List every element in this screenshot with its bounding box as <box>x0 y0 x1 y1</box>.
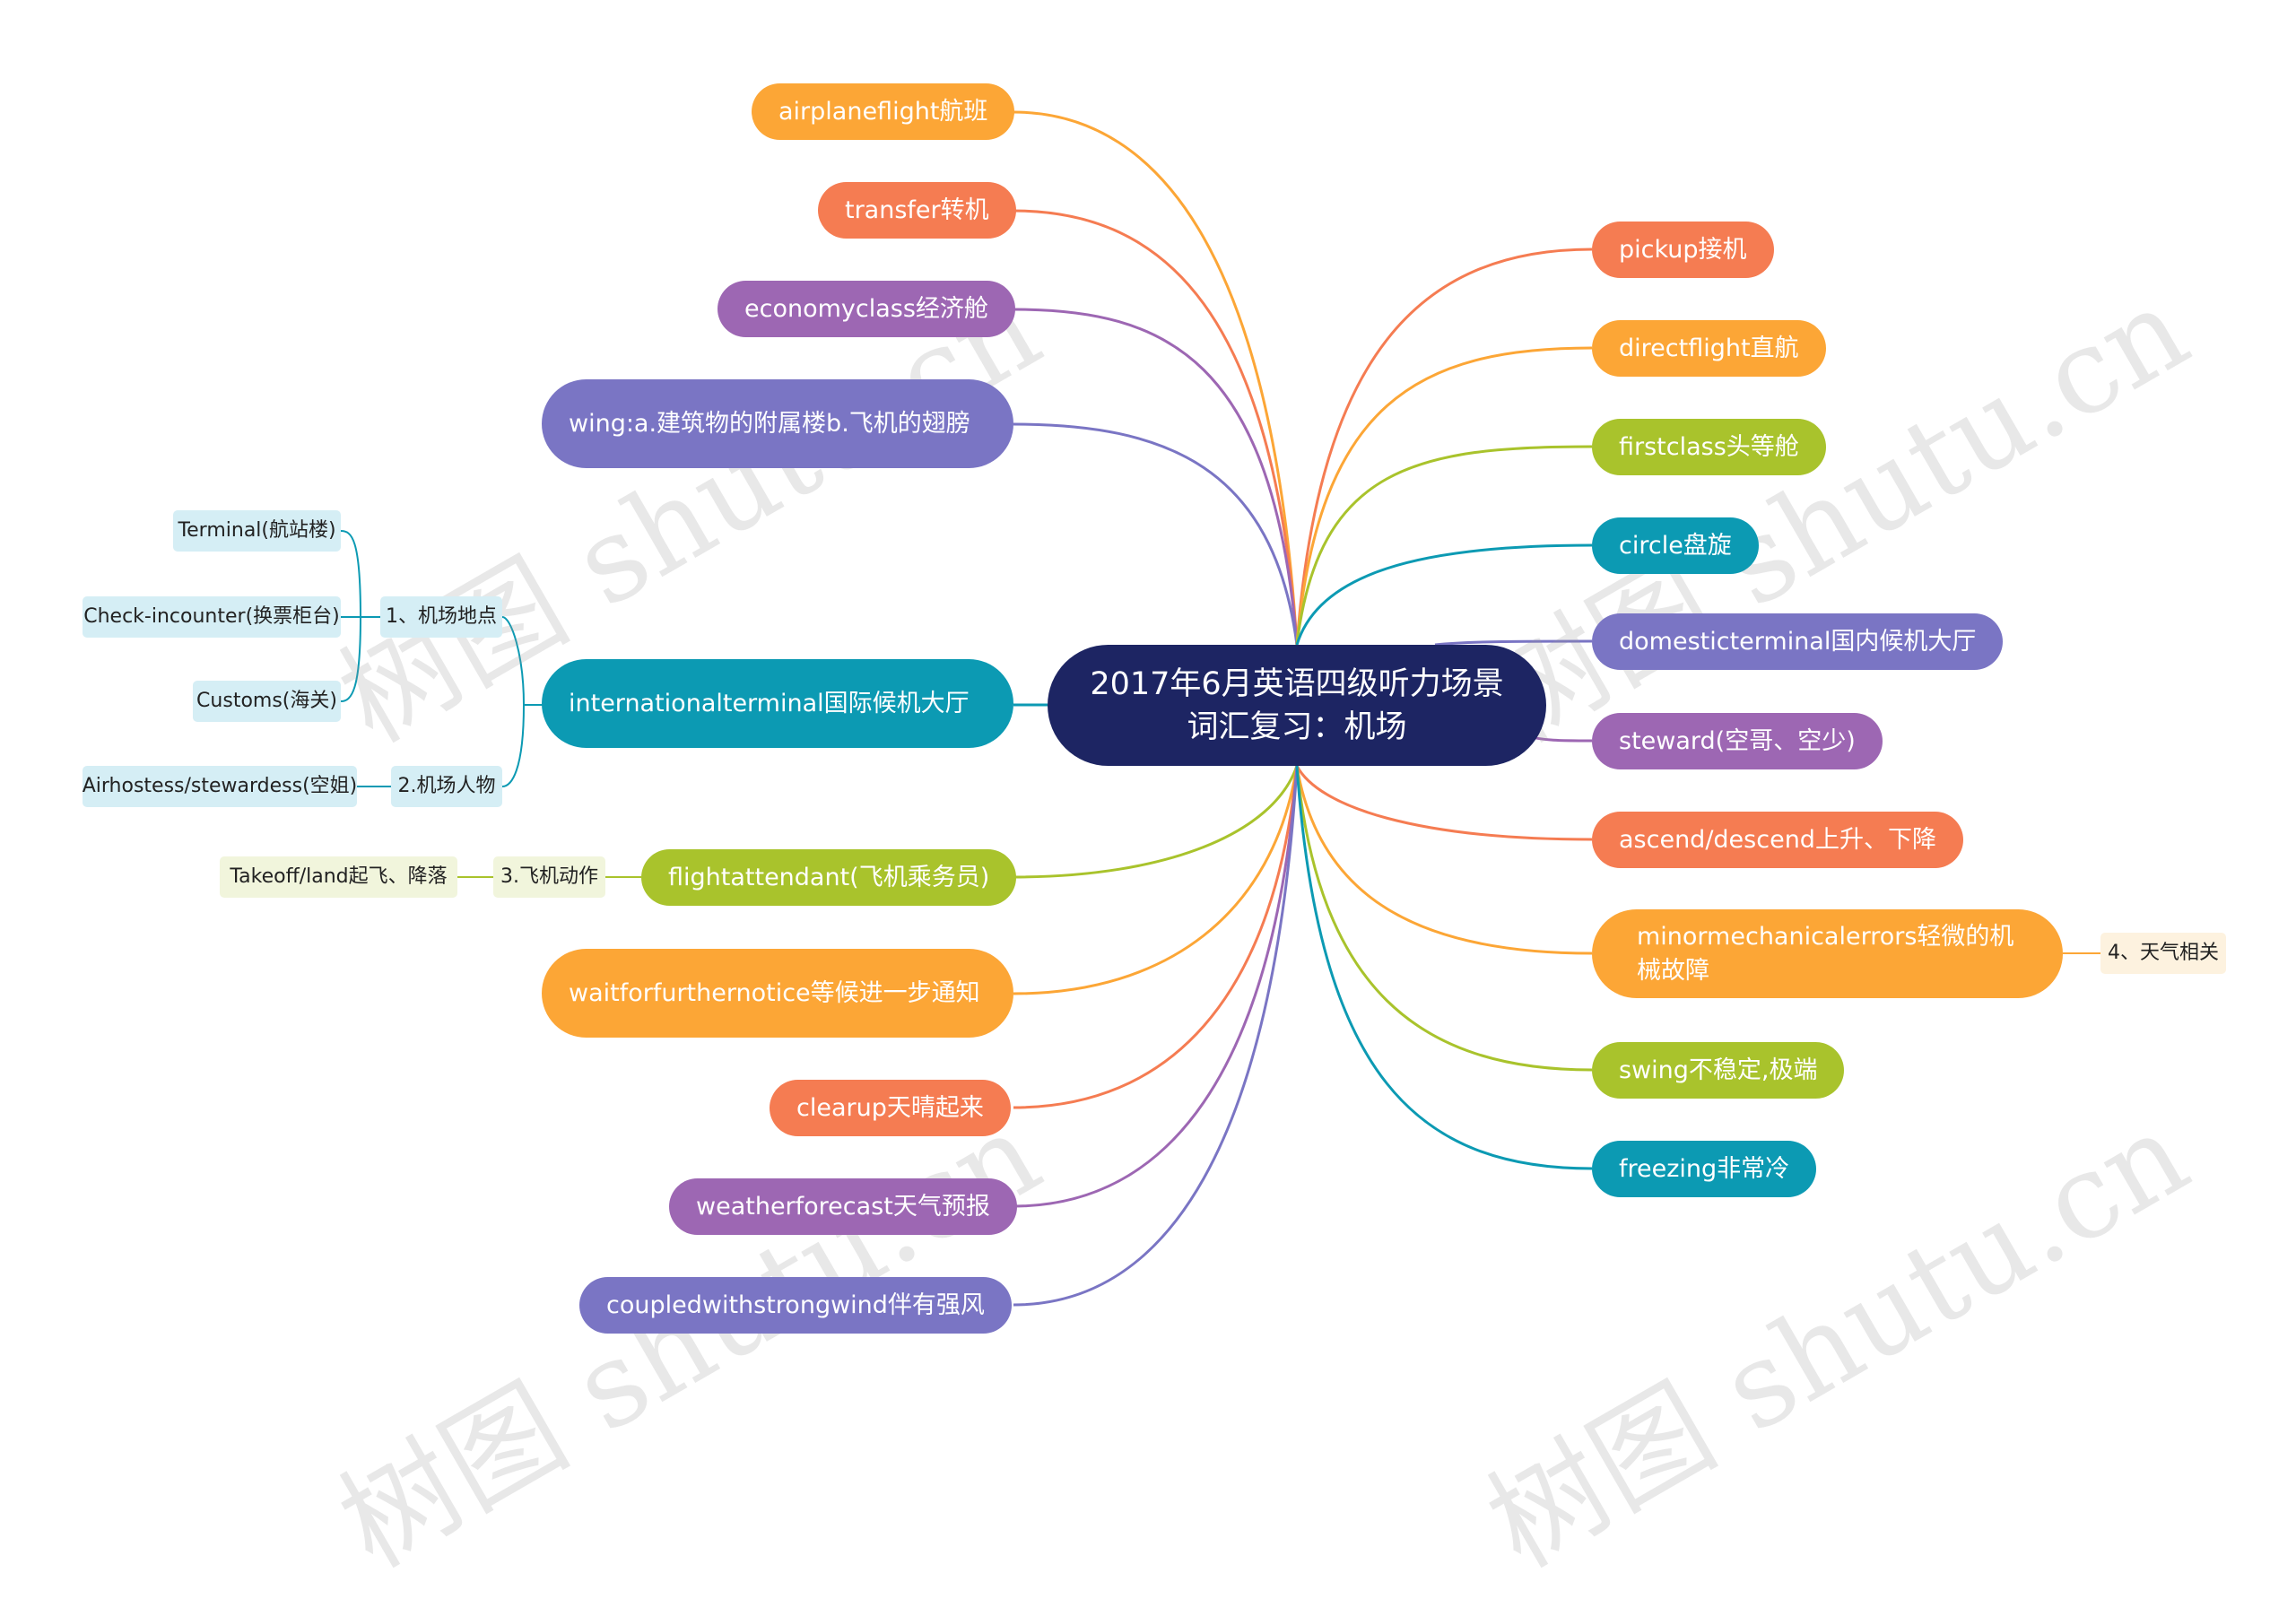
node-weatherforecast[interactable]: weatherforecast天气预报 <box>669 1178 1017 1235</box>
connector-lines <box>340 110 2100 1307</box>
node-freezing[interactable]: freezing非常冷 <box>1592 1141 1817 1197</box>
node-airplaneflight[interactable]: airplaneflight航班 <box>752 83 1015 140</box>
node-steward[interactable]: steward(空哥、空少) <box>1592 713 1883 769</box>
group-plane-actions[interactable]: 3.飞机动作 <box>493 856 605 898</box>
leaf-takeoff-land[interactable]: Takeoff/land起飞、降落 <box>220 856 457 898</box>
node-swing[interactable]: swing不稳定,极端 <box>1592 1042 1845 1099</box>
group-weather[interactable]: 4、天气相关 <box>2100 933 2226 974</box>
node-flightattendant[interactable]: flightattendant(飞机乘务员) <box>641 849 1017 906</box>
leaf-airhostess[interactable]: Airhostess/stewardess(空姐) <box>83 766 357 807</box>
node-economyclass[interactable]: economyclass经济舱 <box>718 281 1015 337</box>
mind-map-canvas: 树图 shutu.cn 树图 shutu.cn 树图 shutu.cn 树图 s… <box>83 83 2226 1594</box>
node-wing[interactable]: wing:a.建筑物的附属楼b.飞机的翅膀 <box>542 379 1013 468</box>
root-topic[interactable]: 2017年6月英语四级听力场景词汇复习：机场 <box>1048 645 1546 766</box>
leaf-checkin-counter[interactable]: Check-incounter(换票柜台) <box>83 596 341 638</box>
node-firstclass[interactable]: firstclass头等舱 <box>1592 419 1826 475</box>
group-airport-people[interactable]: 2.机场人物 <box>391 766 502 807</box>
node-domesticterminal[interactable]: domesticterminal国内候机大厅 <box>1592 613 2004 670</box>
leaf-terminal[interactable]: Terminal(航站楼) <box>173 510 341 552</box>
node-circle[interactable]: circle盘旋 <box>1592 517 1759 574</box>
leaf-customs[interactable]: Customs(海关) <box>193 681 341 722</box>
node-ascend-descend[interactable]: ascend/descend上升、下降 <box>1592 812 1963 868</box>
node-minormechanicalerrors[interactable]: minormechanicalerrors轻微的机械故障 <box>1592 909 2063 998</box>
node-coupledwithstrongwind[interactable]: coupledwithstrongwind伴有强风 <box>579 1277 1012 1334</box>
node-internationalterminal[interactable]: internationalterminal国际候机大厅 <box>542 659 1013 748</box>
node-pickup[interactable]: pickup接机 <box>1592 222 1774 278</box>
group-airport-places[interactable]: 1、机场地点 <box>380 596 502 638</box>
node-waitforfurthernotice[interactable]: waitforfurthernotice等候进一步通知 <box>542 949 1013 1038</box>
node-directflight[interactable]: directflight直航 <box>1592 320 1826 377</box>
node-transfer[interactable]: transfer转机 <box>818 182 1016 239</box>
node-clearup[interactable]: clearup天晴起来 <box>770 1080 1011 1136</box>
